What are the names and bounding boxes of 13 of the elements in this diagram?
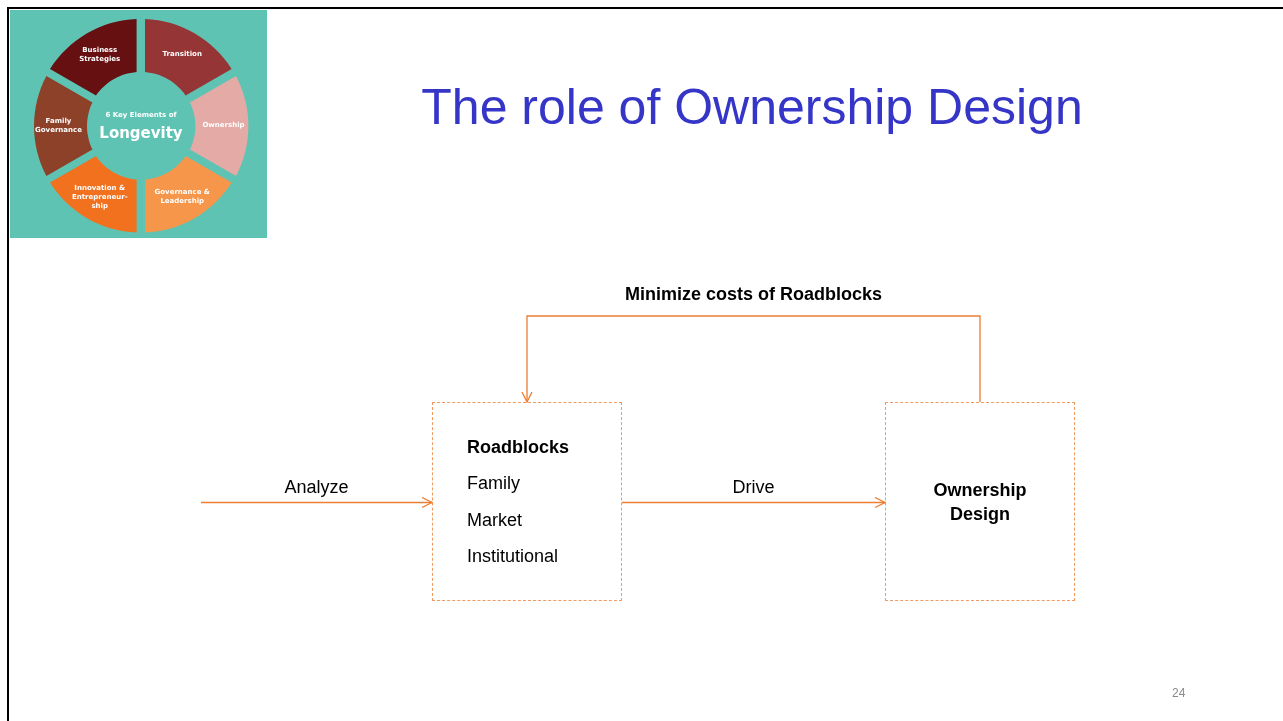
arrow [521,315,981,403]
box-heading: Roadblocks [467,435,570,459]
box-item: Family [467,472,520,495]
center-title: Longevity [99,124,183,142]
page-number: 24 [1172,686,1186,700]
box-item: Institutional [467,545,559,568]
box-item: Market [467,508,522,532]
dashed-box [885,402,1075,601]
slide-title: The role of Ownership Design [420,78,1084,136]
dashed-box [432,402,622,601]
arrow [621,496,886,509]
box-heading: Ownership Design [932,478,1028,526]
arrow [200,496,433,509]
